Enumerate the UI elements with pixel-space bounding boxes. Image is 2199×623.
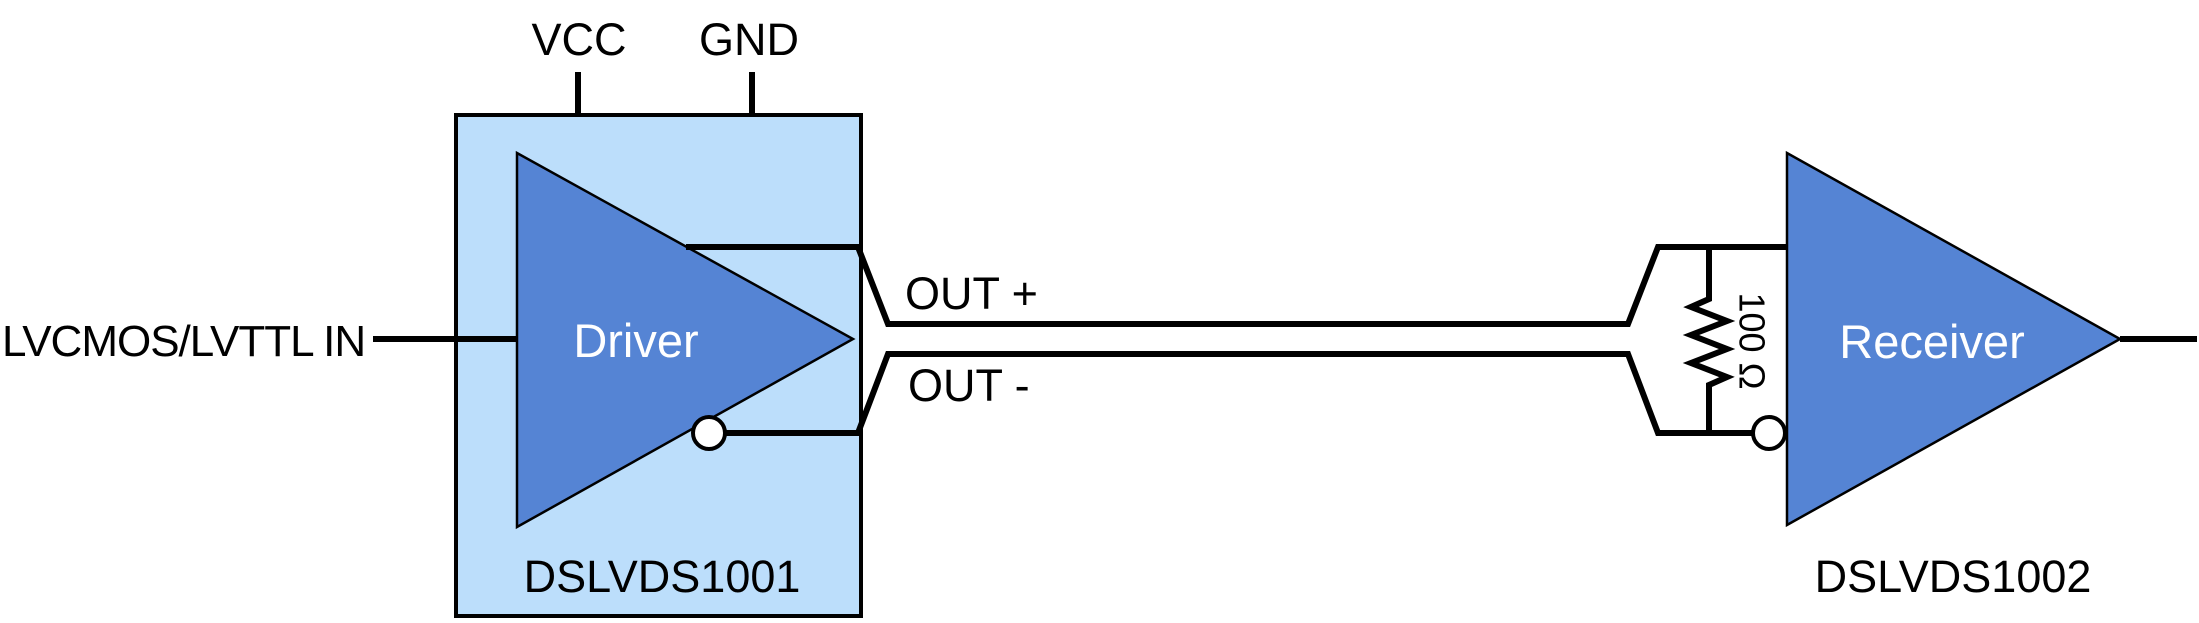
termination-resistor (1682, 247, 1736, 433)
receiver-label: Receiver (1839, 315, 2024, 368)
receiver-part-number: DSLVDS1002 (1815, 551, 2092, 602)
gnd-label: GND (699, 14, 799, 65)
driver-inversion-bubble (691, 415, 727, 451)
driver-label: Driver (573, 314, 698, 367)
termination-value-label: 100 Ω (1732, 293, 1773, 390)
vcc-label: VCC (531, 14, 626, 65)
driver-part-number: DSLVDS1001 (524, 551, 801, 602)
out-plus-wire (686, 244, 1787, 327)
driver-triangle (515, 150, 856, 530)
out-minus-label: OUT - (908, 360, 1030, 411)
receiver-inversion-bubble (1751, 415, 1787, 451)
out-minus-wire (725, 351, 1753, 436)
out-plus-label: OUT + (905, 268, 1038, 319)
receiver-triangle (1785, 150, 2123, 528)
input-label: LVCMOS/LVTTL IN (2, 317, 365, 366)
